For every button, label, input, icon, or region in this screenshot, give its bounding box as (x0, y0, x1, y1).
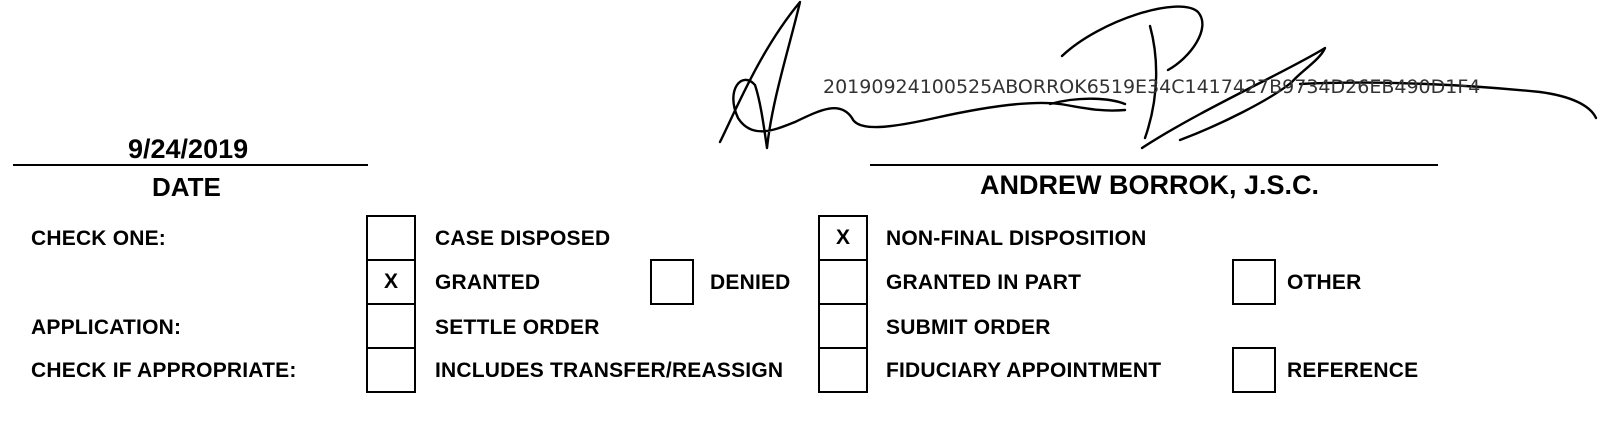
date-rule (13, 164, 368, 166)
reference-checkbox[interactable] (1232, 347, 1276, 393)
settle-order-label: SETTLE ORDER (435, 316, 600, 339)
check-one-label: CHECK ONE: (31, 227, 167, 250)
reference-label: REFERENCE (1287, 359, 1419, 382)
other-checkbox[interactable] (1232, 259, 1276, 305)
granted-in-part-label: GRANTED IN PART (886, 271, 1082, 294)
signature-rule (870, 164, 1438, 166)
case-disposed-label: CASE DISPOSED (435, 227, 611, 250)
judge-name: ANDREW BORROK, J.S.C. (980, 170, 1320, 200)
non-final-disposition-label: NON-FINAL DISPOSITION (886, 227, 1147, 250)
granted-in-part-checkbox[interactable] (818, 259, 868, 305)
granted-label: GRANTED (435, 271, 541, 294)
date-label: DATE (152, 172, 221, 202)
fiduciary-appointment-checkbox[interactable] (818, 347, 868, 393)
denied-label: DENIED (710, 271, 791, 294)
includes-transfer-checkbox[interactable] (366, 347, 416, 393)
denied-checkbox[interactable] (650, 259, 694, 305)
fiduciary-appointment-label: FIDUCIARY APPOINTMENT (886, 359, 1162, 382)
signature-hash: 20190924100525ABORROK6519E34C1417427B973… (823, 76, 1481, 98)
submit-order-checkbox[interactable] (818, 303, 868, 349)
application-label: APPLICATION: (31, 316, 182, 339)
settle-order-checkbox[interactable] (366, 303, 416, 349)
date-value: 9/24/2019 (128, 134, 249, 164)
case-disposed-checkbox[interactable] (366, 215, 416, 261)
submit-order-label: SUBMIT ORDER (886, 316, 1051, 339)
granted-checkbox[interactable]: X (366, 259, 416, 305)
non-final-disposition-checkbox[interactable]: X (818, 215, 868, 261)
check-if-appropriate-label: CHECK IF APPROPRIATE: (31, 359, 297, 382)
includes-transfer-label: INCLUDES TRANSFER/REASSIGN (435, 359, 784, 382)
other-label: OTHER (1287, 271, 1362, 294)
